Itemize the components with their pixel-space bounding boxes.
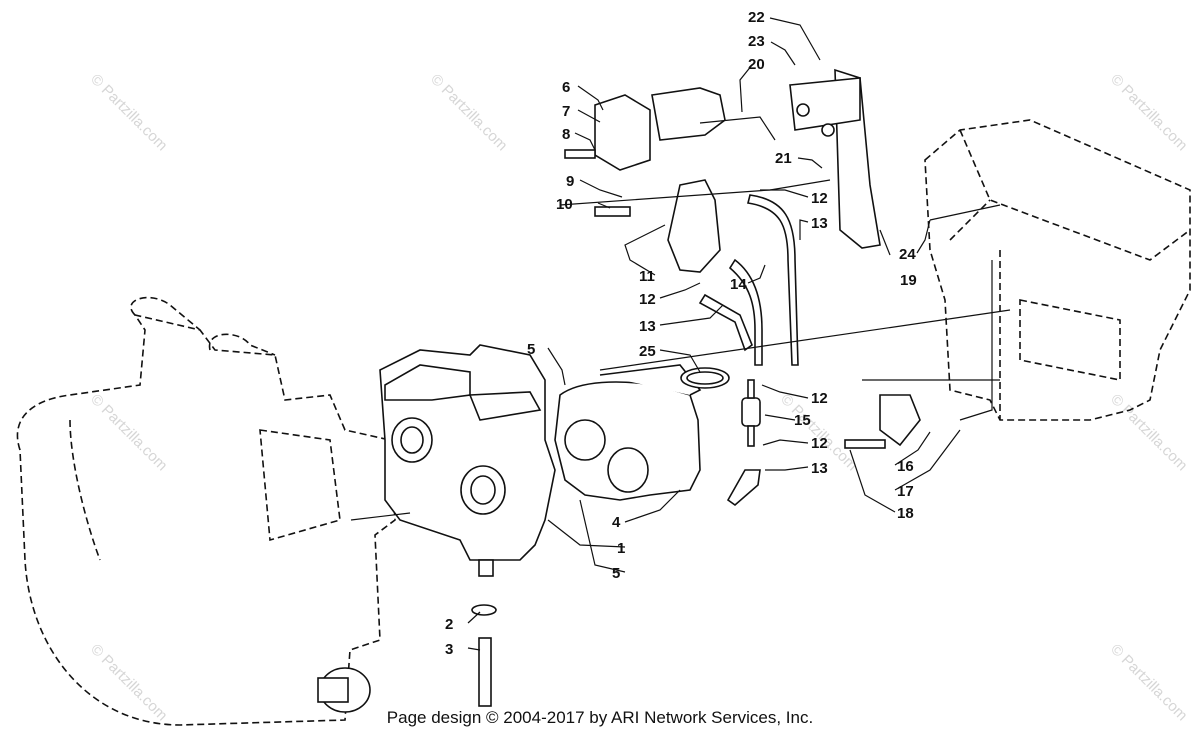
callout-24: 24 [899, 246, 916, 263]
hose-clamp [680, 367, 730, 389]
fuel-filter [741, 379, 761, 447]
callout-11: 11 [639, 268, 655, 285]
callout-17: 17 [897, 483, 914, 500]
callout-12: 12 [811, 435, 828, 452]
callout-13: 13 [811, 460, 828, 477]
callout-6: 6 [562, 79, 570, 96]
callout-1: 1 [617, 540, 625, 557]
callout-12: 12 [811, 390, 828, 407]
callout-7: 7 [562, 103, 570, 120]
electrical-box [564, 87, 726, 171]
callout-9: 9 [566, 173, 574, 190]
callout-23: 23 [748, 33, 765, 50]
watermark: © Partzilla.com [1107, 391, 1190, 474]
callout-13: 13 [811, 215, 828, 232]
callout-21: 21 [775, 150, 792, 167]
page-footer: Page design © 2004-2017 by ARI Network S… [386, 708, 814, 727]
carburetor-assembly [379, 344, 556, 577]
callout-19: 19 [900, 272, 917, 289]
callout-labels: 1 2 3 4 5 5 6 7 8 9 10 11 12 12 12 12 13… [445, 9, 917, 658]
callout-16: 16 [897, 458, 914, 475]
callout-5: 5 [612, 565, 620, 582]
callout-5: 5 [527, 341, 535, 358]
callout-8: 8 [562, 126, 570, 143]
callout-18: 18 [897, 505, 914, 522]
callout-10: 10 [556, 196, 573, 213]
mounting-bracket [789, 68, 881, 249]
callout-15: 15 [794, 412, 811, 429]
crankshaft-stub [317, 677, 349, 703]
fuel-pump [594, 179, 721, 273]
watermark: © Partzilla.com [87, 71, 170, 154]
callout-25: 25 [639, 343, 656, 360]
watermark: © Partzilla.com [427, 71, 510, 154]
airbox-outline [924, 119, 1191, 421]
engine-outline [16, 296, 396, 726]
callout-12: 12 [639, 291, 656, 308]
callout-3: 3 [445, 641, 453, 658]
intake-silencer [554, 364, 702, 501]
leader-lines [350, 17, 1011, 651]
fuel-hoses [698, 194, 799, 507]
callout-14: 14 [730, 276, 747, 293]
callout-2: 2 [445, 616, 453, 633]
callout-20: 20 [748, 56, 765, 73]
regulator-mount [844, 394, 921, 449]
watermark: © Partzilla.com [87, 391, 170, 474]
callout-12: 12 [811, 190, 828, 207]
drain-hose [471, 604, 497, 707]
callout-4: 4 [612, 514, 621, 531]
callout-13: 13 [639, 318, 656, 335]
watermark: © Partzilla.com [1107, 71, 1190, 154]
callout-22: 22 [748, 9, 765, 26]
